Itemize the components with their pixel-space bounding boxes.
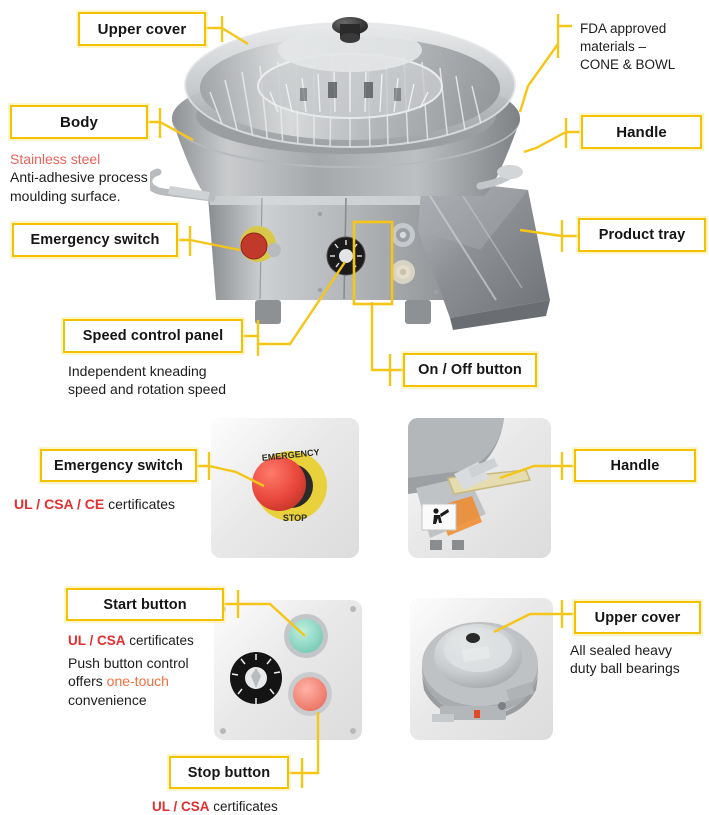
callout-handle[interactable]: Handle [581, 115, 702, 149]
callout-emergency-switch-label: Emergency switch [30, 232, 160, 248]
photo-upper-cover [410, 598, 553, 740]
note-stop-certificates: UL / CSA certificates [152, 798, 372, 815]
row1-leader-lines [197, 452, 574, 488]
main-leader-lines [146, 14, 580, 386]
note-bearings-line1: All sealed heavy [570, 642, 672, 658]
note-start-line3: convenience [68, 691, 147, 708]
note-body-material: Stainless steel Anti-adhesive process mo… [10, 150, 200, 205]
note-start-description: Push button control offers one-touch con… [68, 654, 268, 709]
note-speed-line2: speed and rotation speed [68, 381, 227, 398]
cert-stop-red: UL / CSA [152, 799, 210, 814]
note-start-line1: Push button control [68, 655, 189, 671]
cert-stop-rest: certificates [209, 799, 278, 814]
callout-detail-upper-cover-label: Upper cover [594, 609, 681, 626]
note-body-line3: moulding surface. [10, 187, 121, 204]
note-bearings-line2: duty ball bearings [570, 660, 680, 677]
photo-start-stop-buttons [214, 600, 362, 740]
callout-body[interactable]: Body [10, 105, 148, 139]
row2-leader-lines [224, 590, 574, 788]
note-body-stainless: Stainless steel [10, 151, 101, 167]
callout-detail-stop-button[interactable]: Stop button [169, 756, 289, 789]
main-machine-photo [145, 0, 580, 345]
note-start-line2: offers one-touch [68, 672, 268, 690]
note-fda-line1: FDA approved [580, 21, 667, 36]
cert-start-red: UL / CSA [68, 633, 126, 648]
cert-emergency-red: UL / CSA / CE [14, 496, 105, 512]
callout-emergency-switch[interactable]: Emergency switch [12, 223, 178, 257]
callout-on-off-button[interactable]: On / Off button [403, 353, 537, 387]
callout-detail-emergency-switch[interactable]: Emergency switch [40, 449, 197, 482]
note-speed-control: Independent kneading speed and rotation … [68, 362, 278, 399]
note-start-onetouch: one-touch [106, 673, 169, 690]
callout-product-tray-label: Product tray [598, 227, 686, 243]
callout-detail-start-button-label: Start button [103, 596, 187, 613]
callout-detail-upper-cover[interactable]: Upper cover [574, 601, 701, 634]
callout-on-off-button-label: On / Off button [418, 362, 522, 378]
callout-handle-label: Handle [616, 123, 667, 141]
cert-emergency-rest: certificates [104, 496, 176, 512]
callout-upper-cover-label: Upper cover [97, 20, 187, 38]
svg-text:STOP: STOP [283, 513, 307, 523]
callout-product-tray[interactable]: Product tray [578, 218, 706, 252]
note-fda-materials: FDA approved materials – CONE & BOWL [580, 20, 706, 73]
note-upper-cover-bearings: All sealed heavy duty ball bearings [570, 641, 709, 678]
callout-speed-control-panel[interactable]: Speed control panel [63, 319, 243, 353]
photo-handle [408, 418, 551, 558]
note-emergency-certificates: UL / CSA / CE certificates [14, 495, 214, 513]
callout-detail-start-button[interactable]: Start button [66, 588, 224, 621]
photo-emergency-switch: EMERGENCY STOP [211, 418, 359, 558]
callout-detail-handle-label: Handle [610, 457, 660, 474]
callout-upper-cover[interactable]: Upper cover [78, 12, 206, 46]
note-body-line2: Anti-adhesive process [10, 169, 148, 186]
callout-body-label: Body [60, 113, 98, 131]
note-fda-line2: materials – [580, 38, 647, 54]
cert-start-rest: certificates [125, 633, 194, 648]
note-start-line2-pre: offers [68, 673, 107, 690]
callout-speed-control-panel-label: Speed control panel [82, 328, 224, 344]
callout-detail-emergency-switch-label: Emergency switch [54, 457, 183, 474]
note-fda-line3: CONE & BOWL [580, 56, 676, 72]
callout-detail-stop-button-label: Stop button [187, 764, 271, 781]
note-start-certificates: UL / CSA certificates [68, 632, 268, 650]
note-speed-line1: Independent kneading [68, 363, 207, 379]
on-off-highlight-box [352, 220, 394, 306]
callout-detail-handle[interactable]: Handle [574, 449, 696, 482]
